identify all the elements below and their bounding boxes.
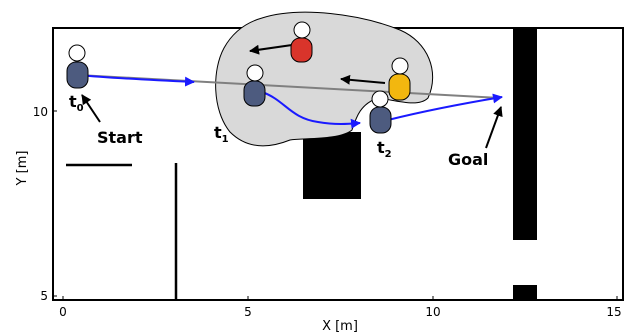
pedestrian-motion-arrow	[249, 44, 293, 55]
goal-label: Goal	[448, 150, 488, 169]
x-tick-label: 0	[59, 305, 67, 319]
y-tick-label: 10	[33, 105, 48, 119]
label-t2: t2	[377, 138, 392, 160]
label-t0: t0	[69, 92, 84, 114]
pedestrian-motion-arrow	[340, 74, 386, 85]
goal-pointer-arrow	[485, 106, 503, 149]
y-tick-label: 5	[40, 289, 48, 303]
pedestrian-red	[290, 21, 313, 63]
robot-t1	[243, 64, 266, 107]
obstacle-pillar-upper	[513, 27, 537, 240]
robot-t0	[66, 44, 89, 89]
planned-path	[261, 91, 361, 129]
planned-path	[387, 93, 503, 121]
x-tick-label: 15	[606, 305, 621, 319]
obstacle-block	[303, 132, 361, 199]
y-axis-label: Y [m]	[15, 151, 30, 187]
x-ticks	[62, 296, 618, 300]
walls	[66, 163, 178, 300]
x-tick-label: 10	[425, 305, 440, 319]
x-tick-label: 5	[244, 305, 252, 319]
x-axis-label: X [m]	[322, 319, 358, 333]
crowd-region	[215, 11, 434, 147]
label-t1: t1	[214, 123, 229, 145]
planned-path	[77, 74, 195, 87]
y-ticks	[53, 110, 57, 297]
pedestrian-yellow	[388, 57, 411, 101]
obstacle-pillar-lower	[513, 285, 537, 301]
start-pointer-arrow	[81, 94, 101, 123]
robot-t2	[369, 90, 392, 134]
start-label: Start	[97, 128, 143, 147]
